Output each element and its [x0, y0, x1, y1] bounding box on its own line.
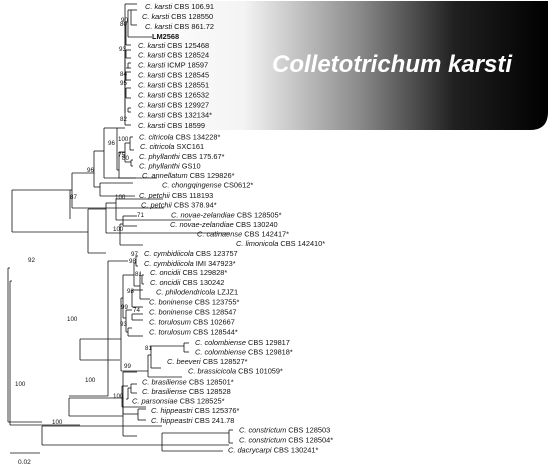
taxon-label: C. colombiense CBS 129818*	[195, 348, 293, 357]
taxon-label: C. boninense CBS 123755*	[149, 298, 240, 307]
taxon-label: C. parsonsiae CBS 128525*	[132, 397, 225, 406]
support-value: 87	[70, 194, 77, 201]
support-value: 80	[122, 155, 129, 162]
taxon-label: C. brasiliense CBS 128528	[142, 387, 231, 396]
support-values: 9080938495821009675809610087711009798819…	[15, 17, 152, 426]
scale-bar: 0.02	[10, 452, 40, 466]
taxon-label: C. karsti CBS 129927	[138, 101, 209, 110]
taxon-label: C. citricola SXC161	[140, 142, 204, 151]
taxon-label: C. hippeastri CBS 125376*	[151, 406, 239, 415]
taxon-label: C. boninense CBS 128547	[149, 308, 237, 317]
taxon-label: C. karsti CBS 128524	[138, 51, 209, 60]
taxon-label: C. karsti CBS 861.72	[145, 22, 214, 31]
taxon-label: C. hippeastri CBS 241.78	[151, 416, 234, 425]
support-value: 90	[121, 17, 128, 24]
taxon-label: C. phyllanthi GS10	[139, 162, 201, 171]
support-value: 100	[118, 136, 129, 143]
taxon-label: C. karsti CBS 126532	[138, 91, 209, 100]
support-value: 74	[133, 307, 140, 314]
support-value: 93	[120, 321, 127, 328]
taxon-label: C. beeveri CBS 128527*	[167, 357, 248, 366]
support-value: 71	[137, 212, 144, 219]
taxon-label: C. oncidii CBS 130242	[150, 278, 224, 287]
taxon-label: C. petchii CBS 378.94*	[141, 201, 217, 210]
taxon-label: C. karsti CBS 128545	[138, 71, 209, 80]
support-value: 100	[113, 226, 124, 233]
taxon-label: C. chongqingense CS0612*	[162, 181, 253, 190]
taxon-label: C. dacrycarpi CBS 130241*	[228, 446, 319, 455]
support-value: 96	[87, 167, 94, 174]
taxon-label: C. phyllanthi CBS 175.67*	[139, 152, 225, 161]
taxon-label: C. karsti CBS 125468	[138, 41, 209, 50]
taxon-label: LM2568	[152, 32, 179, 41]
taxon-label: C. novae-zelandiae CBS 130240	[170, 220, 278, 229]
taxon-label: C. karsti CBS 18599	[138, 121, 205, 130]
taxon-label: C. constrictum CBS 128504*	[239, 436, 333, 445]
support-value: 80	[120, 21, 127, 28]
scale-bar-label: 0.02	[18, 459, 31, 466]
taxon-label: C. torulosum CBS 128544*	[149, 328, 238, 337]
taxon-labels: C. karsti CBS 106.91C. karsti CBS 128550…	[132, 2, 333, 455]
taxon-label: C. limonicola CBS 142410*	[236, 239, 325, 248]
taxon-label: C. novae-zelandiae CBS 128505*	[171, 211, 282, 220]
taxon-label: C. karsti CBS 128550	[142, 12, 213, 21]
support-value: 100	[115, 194, 126, 201]
support-value: 98	[129, 258, 136, 265]
karsti-clade-band	[125, 1, 548, 130]
support-value: 82	[120, 116, 127, 123]
taxon-label: C. cymbidiicola CBS 123757	[144, 249, 238, 258]
support-value: 81	[135, 271, 142, 278]
taxon-label: C. karsti ICMP 18597	[138, 61, 208, 70]
support-value: 100	[67, 316, 78, 323]
taxon-label: C. karsti CBS 132134*	[138, 111, 212, 120]
support-value: 99	[121, 304, 128, 311]
taxon-label: C. brasiliense CBS 128501*	[142, 378, 234, 387]
taxon-label: C. karsti CBS 106.91	[145, 2, 214, 11]
taxon-label: C. constrictum CBS 128503	[239, 426, 330, 435]
support-value: 92	[28, 257, 35, 264]
tree-branches	[7, 3, 233, 452]
support-value: 96	[108, 140, 115, 147]
taxon-label: C. karsti CBS 128551	[138, 81, 209, 90]
support-value: 100	[113, 393, 124, 400]
taxon-label: C. oncidii CBS 129828*	[150, 268, 227, 277]
support-value: 95	[120, 80, 127, 87]
support-value: 75	[118, 152, 125, 159]
support-value: 100	[15, 381, 26, 388]
taxon-label: C. philodendricola LZJZ1	[156, 288, 238, 297]
support-value: 97	[131, 251, 138, 258]
support-value: 99	[124, 363, 131, 370]
support-value: 84	[120, 71, 127, 78]
taxon-label: C. brassicicola CBS 101059*	[188, 367, 283, 376]
support-value: 98	[127, 288, 134, 295]
taxon-label: C. annellatum CBS 129826*	[142, 171, 235, 180]
support-value: 100	[52, 419, 63, 426]
support-value: 81	[145, 345, 152, 352]
support-value: 100	[85, 377, 96, 384]
support-value: 93	[119, 46, 126, 53]
clade-label: Colletotrichum karsti	[272, 51, 513, 78]
taxon-label: C. catinaense CBS 142417*	[197, 230, 289, 239]
taxon-label: C. petchii CBS 118193	[139, 191, 213, 200]
taxon-label: C. citricola CBS 134228*	[139, 133, 220, 142]
taxon-label: C. torulosum CBS 102667	[149, 318, 235, 327]
taxon-label: C. cymbidiicola IMI 347923*	[144, 259, 236, 268]
taxon-label: C. colombiense CBS 129817	[195, 338, 290, 347]
